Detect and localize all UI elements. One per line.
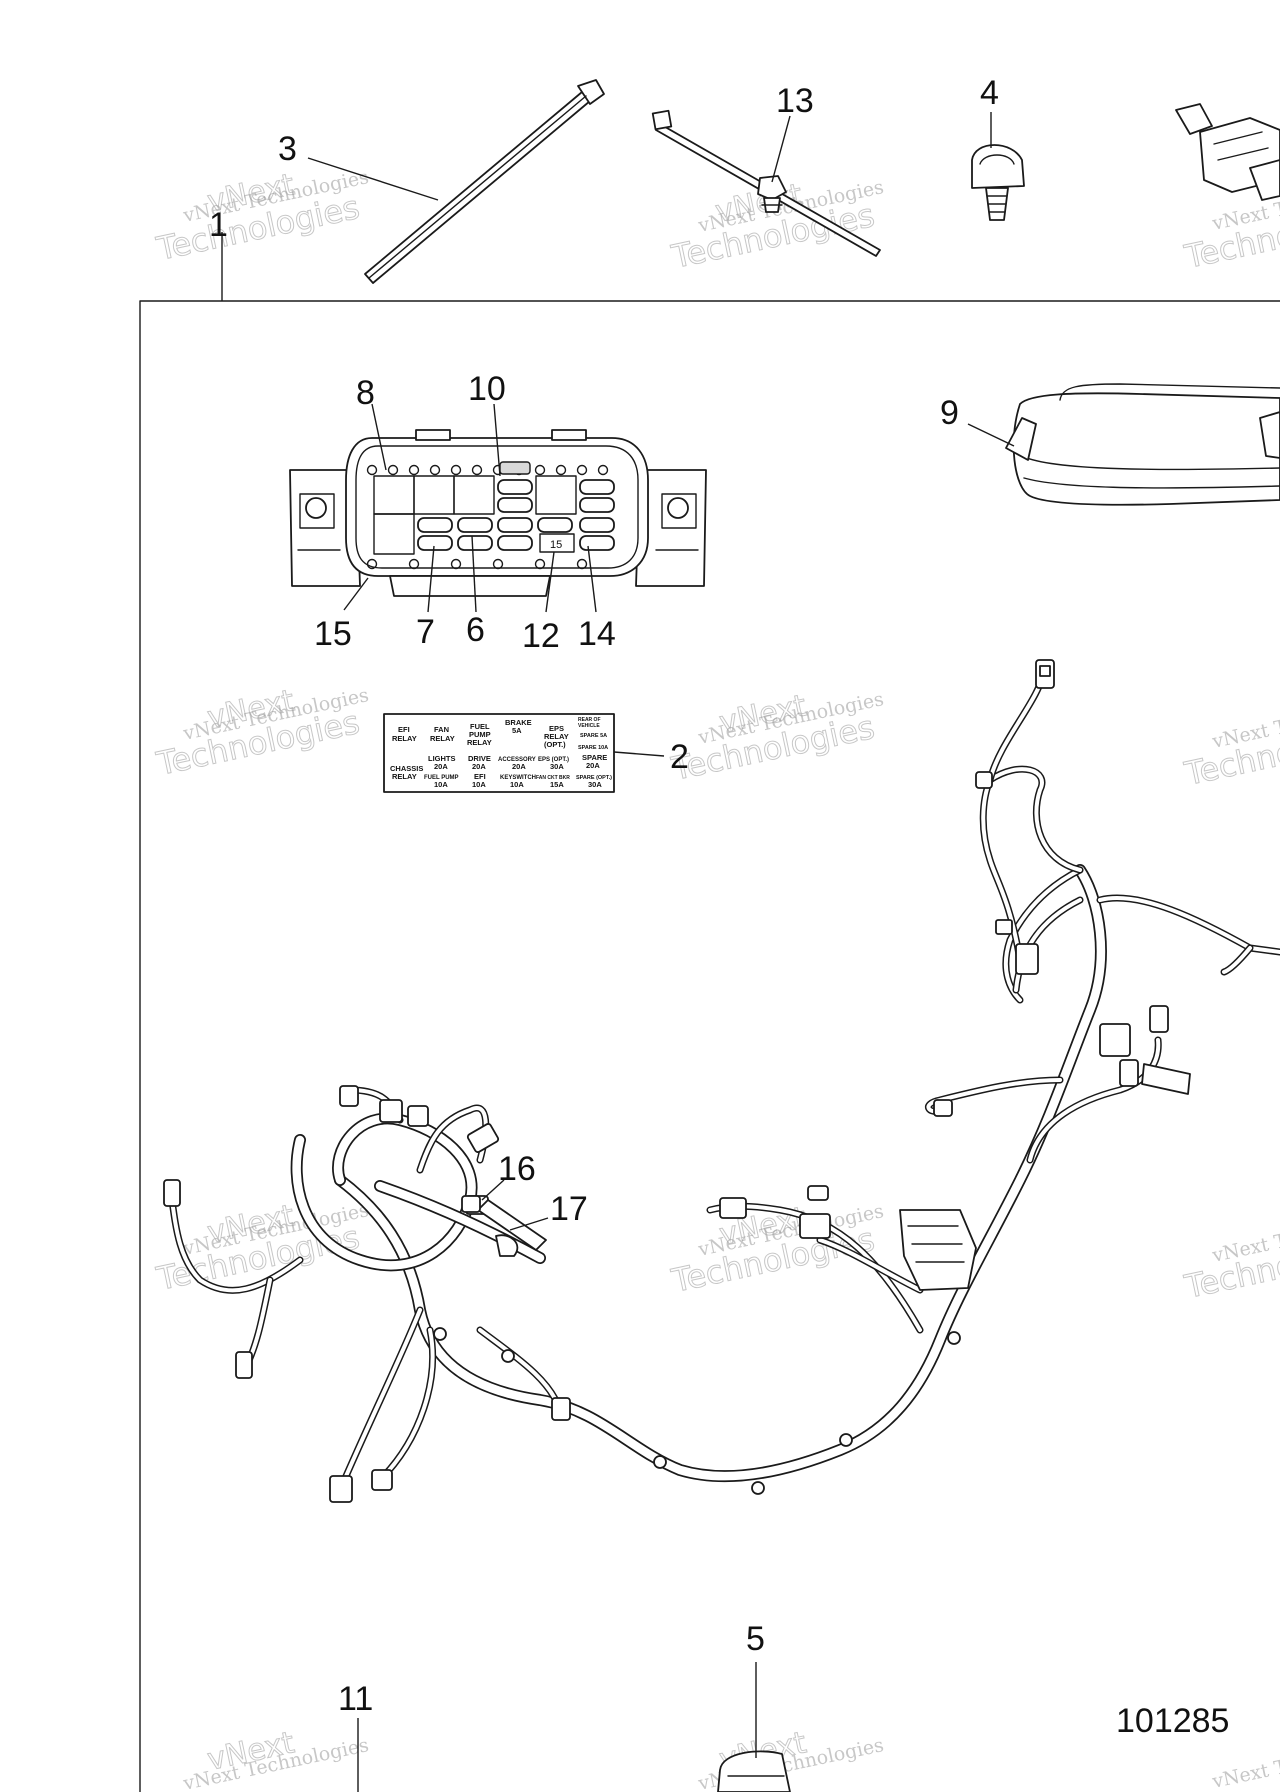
label-accessory: ACCESSORY [498,757,536,763]
callout-2-leader [613,751,665,757]
label-fuel-pump-relay: RELAY [467,738,492,747]
label-lights: LIGHTS [428,754,456,763]
label-fan-relay: FAN [434,725,449,734]
label-accessory: 20A [512,762,526,771]
label-eps-relay: EPS [549,724,564,733]
label-spare-10a: SPARE 10A [578,745,608,751]
callout-15: 15 [314,615,352,653]
callout-9-leader [967,423,1015,447]
callout-12-leader [545,551,555,613]
callout-12: 12 [522,617,560,655]
split-loom-part [461,1195,547,1251]
assembly-frame [139,300,1280,1792]
connector-5-part [717,1750,791,1792]
watermark-small: vNext Technologies [1209,1732,1280,1792]
callout-14: 14 [578,615,616,653]
label-brake: BRAKE [505,718,532,727]
callout-6-leader [471,535,477,613]
label-efi: EFI [474,772,486,781]
label-fan-ckt-bkr: FAN CKT BKR [536,775,570,781]
label-fan-ckt-bkr: 15A [550,780,564,789]
label-fuel-pump: FUEL PUMP [424,775,459,781]
callout-2: 2 [670,738,689,776]
callout-7: 7 [416,613,435,651]
label-chassis-relay: RELAY [392,772,417,781]
callout-6: 6 [466,611,485,649]
callout-3: 3 [278,130,297,168]
label-keyswitch: KEYSWITCH [500,775,536,781]
callout-4: 4 [980,74,999,112]
callout-9: 9 [940,394,959,432]
callout-1: 1 [209,206,228,244]
label-drive: 20A [472,762,486,771]
callout-16-leader [481,1179,505,1201]
label-spare-5a: SPARE 5A [580,733,607,739]
callout-10-leader [493,403,501,477]
callout-8: 8 [356,374,375,412]
label-rear-of-vehicle: REAR OF [578,717,601,723]
callout-16: 16 [498,1150,536,1188]
callout-17-leader [509,1217,549,1231]
callout-17: 17 [550,1190,588,1228]
callout-10: 10 [468,370,506,408]
label-spare-20a: 20A [586,761,600,770]
harness-connectors [163,659,1191,1503]
callout-7-leader [427,545,435,613]
label-lights: 20A [434,762,448,771]
label-efi-relay: EFI [398,725,410,734]
label-efi-relay: RELAY [392,734,417,743]
callout-15-leader [343,577,369,611]
label-keyswitch: 10A [510,780,524,789]
callout-13-leader [771,115,791,183]
label-eps-relay: (OPT.) [544,740,566,749]
label-spare-opt: 30A [588,780,602,789]
label-spare-20a: SPARE [582,753,607,762]
label-spare-opt: SPARE (OPT.) [576,775,612,781]
fuse-label-decal: EFI RELAY FAN RELAY FUEL PUMP RELAY BRAK… [383,713,615,793]
callout-3-leader [307,157,439,201]
label-fuel-pump-relay: PUMP [469,730,491,739]
label-fan-relay: RELAY [430,734,455,743]
cable-tie-part [364,79,605,284]
label-eps-opt: 30A [550,762,564,771]
edge-clip-part [971,144,1025,221]
label-eps-relay: RELAY [544,732,569,741]
label-fuel-pump-relay: FUEL [470,722,490,731]
callout-5: 5 [746,1620,765,1658]
label-fuel-pump: 10A [434,780,448,789]
figure-number: 101285 [1116,1702,1229,1740]
callout-11: 11 [338,1680,373,1718]
label-rear-of-vehicle: VEHICLE [578,723,600,729]
fuse-box-part: 15 [289,429,707,597]
callout-8-leader [371,403,387,471]
fuse-cavities: 15 [417,461,615,553]
callout-14-leader [587,545,597,613]
fuse-box-cover-part [1005,383,1280,506]
label-eps-opt: EPS (OPT.) [538,757,569,763]
label-efi: 10A [472,780,486,789]
label-drive: DRIVE [468,754,491,763]
wire-harness [168,666,1280,1494]
push-mount-tie-part [651,109,881,257]
label-brake: 5A [512,726,522,735]
fuse-cavity-number: 15 [550,539,562,551]
label-chassis-relay: CHASSIS [390,764,423,773]
harness-clip-part [1175,103,1280,201]
callout-13: 13 [776,82,814,120]
